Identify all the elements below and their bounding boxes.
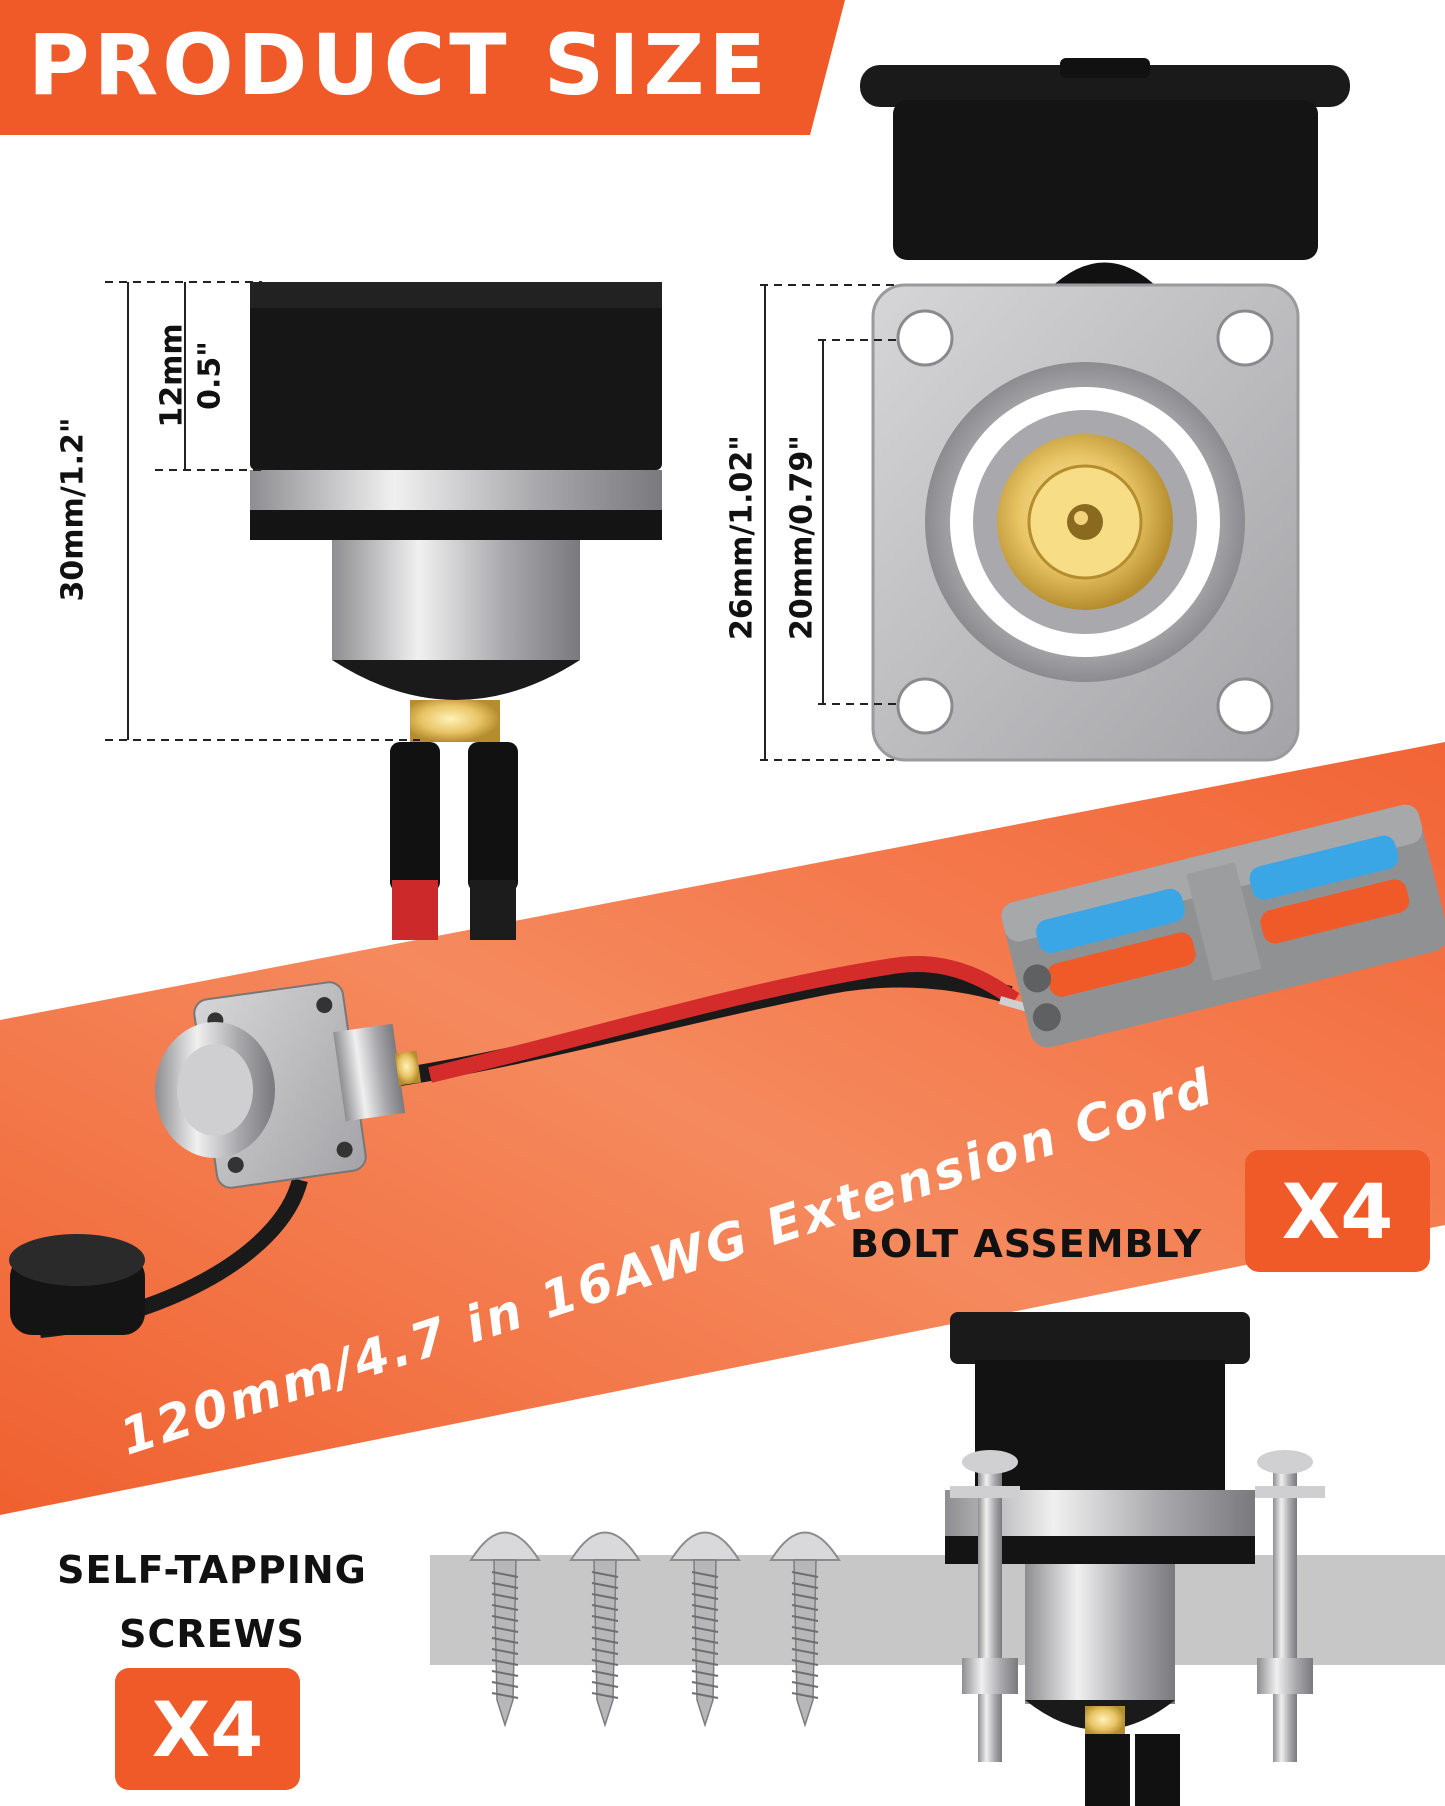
dimension-cap-height-in: 0.5" (192, 341, 228, 410)
screw-1 (469, 1531, 541, 1728)
front-dimension-rulers (764, 285, 824, 760)
bolt-assembly-quantity-badge: X4 (1245, 1150, 1430, 1272)
header-banner (0, 0, 845, 135)
side-dimension-lines (105, 281, 420, 741)
screw-3 (669, 1531, 741, 1728)
screws-label-line2: SCREWS (119, 1612, 305, 1656)
bolt-assembly-connector (945, 1312, 1325, 1806)
front-dimension-lines (760, 284, 900, 761)
dust-cap-top (860, 58, 1350, 290)
side-view-connector (250, 282, 662, 940)
lever-wire-connector (1001, 804, 1445, 1048)
screw-4 (769, 1531, 841, 1728)
bolt-assembly-label: BOLT ASSEMBLY (850, 1222, 1203, 1266)
front-view-connector (871, 283, 1300, 762)
screws-quantity-badge: X4 (115, 1668, 300, 1790)
screws-label-line1: SELF-TAPPING (57, 1548, 367, 1592)
screw-2 (569, 1531, 641, 1728)
dimension-total-height: 30mm/1.2" (55, 417, 91, 602)
extension-cord-photo (9, 956, 1030, 1338)
page-title: PRODUCT SIZE (28, 16, 770, 114)
dimension-hole-spacing: 20mm/0.79" (784, 435, 820, 640)
side-dimension-rulers (127, 282, 186, 740)
dimension-flange-size: 26mm/1.02" (724, 435, 760, 640)
dimension-cap-height-mm: 12mm (154, 323, 190, 428)
